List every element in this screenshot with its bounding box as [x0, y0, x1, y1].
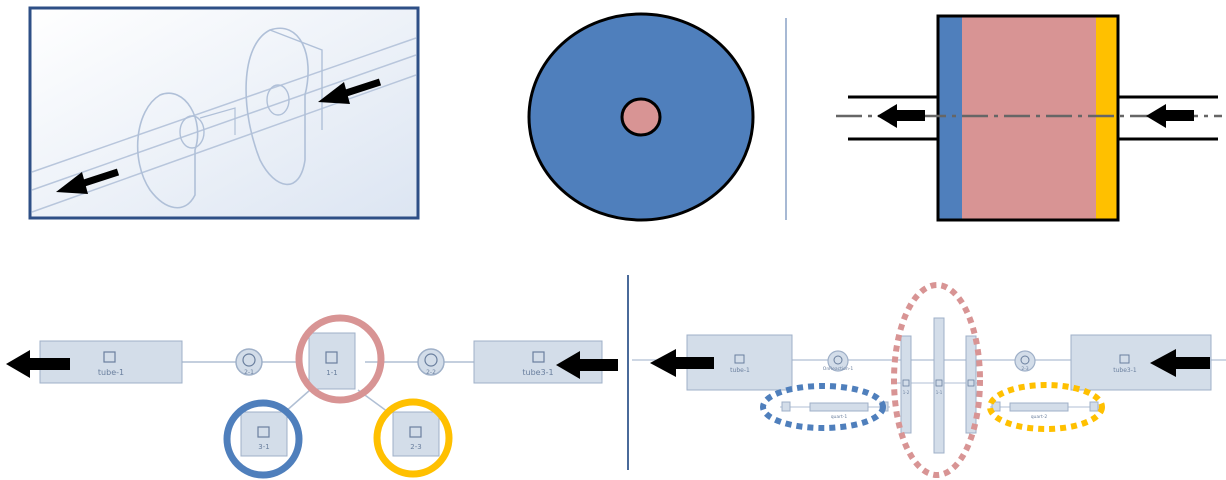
yellow-highlight-ring [373, 398, 453, 478]
blue-highlight-ring [223, 399, 303, 479]
node-1-1-label: 1-1 [326, 369, 337, 377]
outflow-arrow-icon [56, 168, 120, 194]
side-section [836, 14, 1222, 222]
flowsheet-left-inflow-arrow-icon [556, 351, 618, 379]
right-tube3-1-label: tube3-1 [1113, 367, 1137, 374]
flowsheet-left-outflow-arrow-icon [6, 350, 70, 378]
right-connector-2-3[interactable]: 2-3 [1014, 350, 1036, 372]
connector-2-1[interactable]: 2-1 [235, 348, 263, 376]
right-quart-1-label: quart-1 [831, 414, 848, 420]
flowsheet-right-inflow-arrow-icon [1150, 349, 1210, 377]
node-3-1-label: 3-1 [258, 443, 269, 451]
right-column-left-label: 1-2 [903, 390, 910, 395]
pink-highlight-ring [295, 314, 385, 404]
right-column-left[interactable]: 1-2 [900, 335, 912, 434]
node-2-3[interactable]: 2-3 [392, 411, 440, 457]
blue-dotted-highlight [760, 383, 886, 431]
right-column-center[interactable]: 1-1 [933, 317, 945, 454]
right-connector-reaction-label: OnReaction-1 [823, 366, 854, 372]
connector-2-2[interactable]: 2-2 [417, 348, 445, 376]
cross-section [527, 12, 755, 222]
right-connector-2-3-label: 2-3 [1021, 366, 1028, 372]
connector-2-1-label: 2-1 [244, 369, 254, 376]
right-quart-2[interactable]: quart-2 [991, 401, 1099, 420]
section-inflow-arrow-icon [1146, 104, 1194, 128]
right-connector-reaction[interactable]: OnReaction-1 [823, 350, 854, 372]
flowsheet-right-outflow-arrow-icon [650, 349, 714, 377]
flowsheet-left: tube-1 2-1 1-1 2-2 tube3-1 [6, 314, 618, 479]
tube-1-label: tube-1 [98, 368, 124, 377]
connector-2-2-label: 2-2 [426, 369, 436, 376]
flowsheet-right: tube-1 OnReaction-1 1-2 1-1 quart- [632, 282, 1226, 478]
pink-dotted-highlight [891, 282, 983, 478]
node-1-1[interactable]: 1-1 [308, 332, 356, 390]
inflow-arrow-icon [318, 78, 382, 104]
yellow-dotted-highlight [987, 382, 1105, 432]
node-3-1[interactable]: 3-1 [240, 411, 288, 457]
right-column-center-label: 1-1 [936, 390, 943, 395]
sketch-panel [28, 6, 420, 220]
right-column-right[interactable] [965, 335, 977, 434]
node-2-3-label: 2-3 [410, 443, 421, 451]
right-tube-1-label: tube-1 [730, 367, 750, 374]
right-quart-2-label: quart-2 [1031, 414, 1048, 420]
tube3-1-label: tube3-1 [522, 368, 553, 377]
section-outflow-arrow-icon [877, 104, 925, 128]
